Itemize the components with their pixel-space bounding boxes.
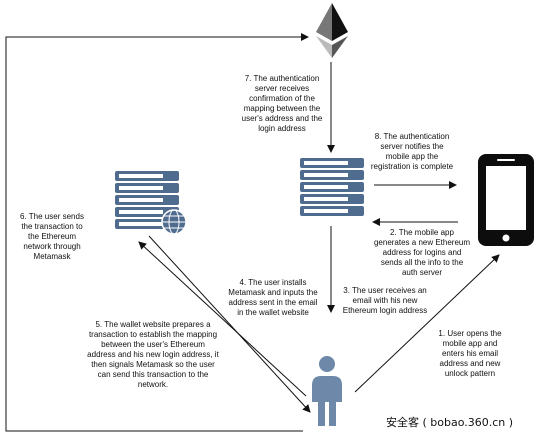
ethereum-icon [316,3,348,58]
arrow-step-6 [5,33,309,432]
arrow-step-4 [138,241,307,397]
arrow-step-1 [354,254,500,393]
mobile-phone-icon [478,154,534,246]
arrow-step-5 [148,235,311,413]
wallet-server-icon [115,171,187,235]
arrows [5,33,500,432]
watermark: 安全客 ( bobao.360.cn ) [386,416,514,429]
step-5-label: 5. The wallet website prepares a transac… [87,320,219,389]
auth-server-icon [300,158,364,216]
step-3-label: 3. The user receives an email with his n… [342,286,428,315]
user-icon [312,356,342,426]
step-6-label: 6. The user sends the transaction to the… [20,212,84,261]
step-4-label: 4. The user installs Metamask and inputs… [228,278,318,317]
step-1-label: 1. User opens the mobile app and enters … [438,329,502,378]
step-2-label: 2. The mobile app generates a new Ethere… [373,228,471,277]
globe-icon [161,209,187,235]
step-7-label: 7. The authentication server receives co… [241,74,323,133]
step-8-label: 8. The authentication server notifies th… [370,132,454,171]
